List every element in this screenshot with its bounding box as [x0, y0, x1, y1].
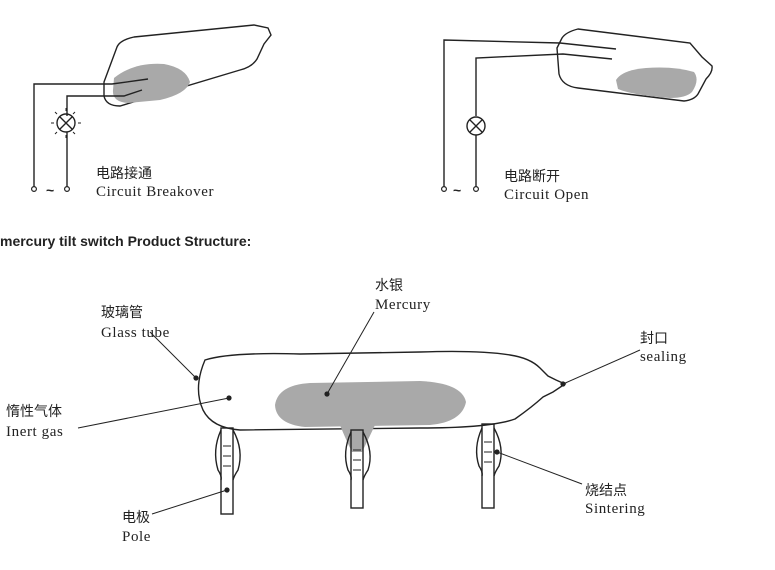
glass-tube-outline: [197, 350, 567, 431]
pole-middle: [340, 425, 375, 509]
circuit-open-diagram: ~ 电路断开 Circuit Open: [441, 28, 713, 203]
label-glass-tube-en: Glass tube: [101, 325, 170, 341]
label-pole-en: Pole: [122, 529, 151, 545]
closed-switch-glass-tube: [103, 24, 272, 107]
closed-switch-label-en: Circuit Breakover: [96, 184, 214, 200]
section-heading: mercury tilt switch Product Structure:: [0, 233, 251, 249]
structure-diagram: 水银 Mercury 玻璃管 Glass tube 封口 sealing 惰性气…: [6, 278, 687, 545]
label-pole-cn: 电极: [122, 510, 150, 526]
label-inert-gas-cn: 惰性气体: [6, 404, 62, 420]
label-sealing-en: sealing: [640, 349, 687, 365]
mercury-drip: [340, 425, 375, 452]
open-switch-terminal-right: [473, 186, 480, 193]
pole-right: [475, 423, 502, 509]
label-glass-tube-cn: 玻璃管: [101, 304, 143, 321]
open-switch-electrode-right: [475, 53, 613, 116]
label-inert-gas-en: Inert gas: [6, 424, 63, 440]
open-switch-label-cn: 电路断开: [504, 169, 560, 185]
closed-switch-electrode-right: [66, 89, 143, 116]
closed-switch-electrode-left: [33, 78, 149, 188]
closed-switch-terminal-right: [63, 186, 70, 193]
closed-switch-mercury: [112, 63, 190, 103]
open-switch-glass-tube: [556, 28, 713, 102]
closed-switch-terminal-left: [31, 186, 38, 193]
open-switch-electrode-left: [443, 39, 617, 188]
label-mercury-cn: 水银: [375, 278, 403, 294]
label-mercury-en: Mercury: [375, 297, 431, 313]
label-sealing-cn: 封口: [640, 331, 668, 347]
label-sintering-cn: 烧结点: [585, 483, 627, 499]
closed-switch-ac-symbol: ~: [46, 182, 54, 198]
lamp-glow-rays-icon: [51, 108, 81, 138]
label-sintering-en: Sintering: [585, 501, 645, 517]
open-switch-ac-symbol: ~: [453, 182, 461, 198]
mercury-pool: [275, 381, 466, 427]
circuit-breakover-diagram: ~ 电路接通 Circuit Breakover: [31, 24, 272, 200]
open-switch-terminal-left: [441, 186, 448, 193]
open-switch-mercury: [616, 67, 697, 98]
open-switch-label-en: Circuit Open: [504, 187, 589, 203]
closed-switch-label-cn: 电路接通: [96, 165, 152, 182]
closed-switch-lamp-icon: [56, 113, 76, 133]
pole-left: [214, 427, 241, 515]
